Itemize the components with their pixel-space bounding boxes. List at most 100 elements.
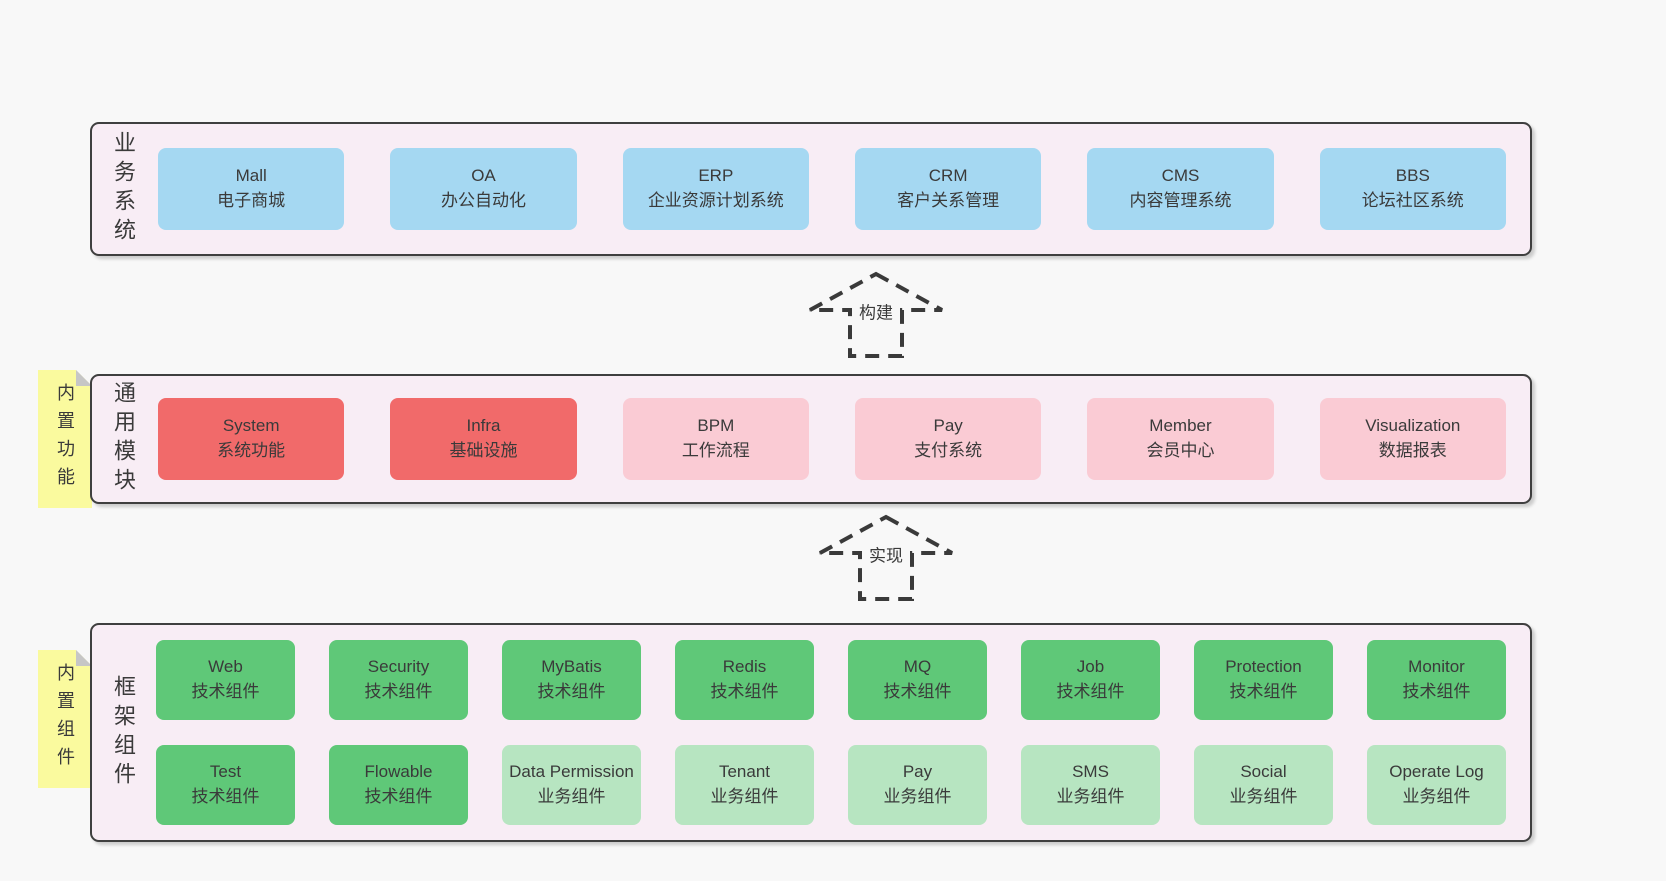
layer-business-systems: 业务系统 Mall 电子商城 OA 办公自动化 ERP 企业资源计划系统 CRM 客户关系管理… (90, 122, 1532, 256)
module-name-zh: 系统功能 (217, 441, 286, 460)
module-name-zh: 技术组件 (537, 682, 606, 701)
module-name-zh: 技术组件 (191, 787, 260, 806)
module-name-en: Test (209, 762, 242, 782)
module-name-en: SMS (1072, 762, 1109, 782)
module-name-zh: 业务组件 (710, 787, 779, 806)
module-box-row: Mall 电子商城 OA 办公自动化 ERP 企业资源计划系统 CRM 客户关系管理 CMS 内容… (148, 148, 1530, 230)
module-name-zh: 技术组件 (1229, 682, 1298, 701)
module-name-en: ERP (698, 166, 734, 186)
module-name-zh: 办公自动化 (440, 191, 526, 210)
module-box-mybatis: MyBatis 技术组件 (502, 640, 641, 720)
module-box-job: Job 技术组件 (1021, 640, 1160, 720)
layer-title: 框架组件 (111, 674, 136, 791)
module-name-en: Job (1076, 657, 1105, 677)
up-arrow-icon (819, 514, 953, 601)
module-box-pay: Pay 业务组件 (848, 745, 987, 825)
module-box-pay: Pay 支付系统 (854, 398, 1042, 480)
module-name-zh: 业务组件 (1402, 787, 1471, 806)
module-name-en: Security (367, 657, 430, 677)
module-name-en: MyBatis (541, 657, 602, 677)
module-name-zh: 技术组件 (1402, 682, 1471, 701)
module-name-en: CMS (1161, 166, 1200, 186)
module-name-en: Redis (722, 657, 767, 677)
module-box-row: System 系统功能 Infra 基础设施 BPM 工作流程 Pay 支付系统 Member 会… (148, 398, 1530, 480)
module-name-zh: 技术组件 (191, 682, 260, 701)
module-name-en: Flowable (364, 762, 433, 782)
module-box-flowable: Flowable 技术组件 (329, 745, 468, 825)
module-box-mall: Mall 电子商城 (158, 148, 345, 230)
layer-common-modules: 通用模块 System 系统功能 Infra 基础设施 BPM 工作流程 Pay 支付系统 Me… (90, 374, 1532, 504)
module-box-visualization: Visualization 数据报表 (1319, 398, 1506, 480)
module-box-sms: SMS 业务组件 (1021, 745, 1160, 825)
layer-title: 业务系统 (111, 131, 136, 247)
build-arrow: 构建 (808, 271, 944, 359)
sticky-note-built-in-features: 内置功能 (38, 370, 92, 508)
module-name-zh: 企业资源计划系统 (647, 191, 784, 210)
module-name-zh: 业务组件 (1056, 787, 1125, 806)
module-name-zh: 内容管理系统 (1129, 191, 1232, 210)
module-name-zh: 客户关系管理 (897, 191, 1000, 210)
module-box-data-permission: Data Permission 业务组件 (502, 745, 641, 825)
module-box-oa: OA 办公自动化 (390, 148, 577, 230)
module-box-protection: Protection 技术组件 (1194, 640, 1333, 720)
module-box-infra: Infra 基础设施 (390, 398, 577, 480)
arrow-label: 实现 (866, 540, 906, 568)
module-name-zh: 技术组件 (710, 682, 779, 701)
module-name-zh: 工作流程 (681, 441, 750, 460)
module-name-en: Protection (1225, 657, 1302, 677)
module-name-en: BPM (697, 416, 735, 436)
module-name-zh: 技术组件 (883, 682, 952, 701)
arrow-label: 构建 (856, 297, 896, 325)
module-box-operate-log: Operate Log 业务组件 (1367, 745, 1506, 825)
module-name-zh: 基础设施 (449, 441, 518, 460)
module-name-en: BBS (1395, 166, 1430, 186)
module-box-member: Member 会员中心 (1087, 398, 1274, 480)
module-box-tenant: Tenant 业务组件 (675, 745, 814, 825)
module-name-en: Visualization (1365, 416, 1461, 436)
module-name-en: Monitor (1408, 657, 1465, 677)
module-name-en: Data Permission (509, 762, 634, 782)
module-name-zh: 支付系统 (914, 441, 983, 460)
module-box-redis: Redis 技术组件 (675, 640, 814, 720)
module-box-web: Web 技术组件 (156, 640, 295, 720)
module-name-zh: 业务组件 (883, 787, 952, 806)
module-box-crm: CRM 客户关系管理 (854, 148, 1042, 230)
module-name-zh: 电子商城 (217, 191, 286, 210)
module-name-zh: 论坛社区系统 (1361, 191, 1464, 210)
up-arrow-icon (809, 271, 943, 358)
sticky-note-built-in-components: 内置组件 (38, 650, 92, 788)
module-name-en: System (222, 416, 280, 436)
module-box-monitor: Monitor 技术组件 (1367, 640, 1506, 720)
module-name-zh: 技术组件 (364, 787, 433, 806)
module-box-social: Social 业务组件 (1194, 745, 1333, 825)
module-name-zh: 技术组件 (1056, 682, 1125, 701)
module-box-test: Test 技术组件 (156, 745, 295, 825)
module-name-en: Pay (902, 762, 933, 782)
module-name-zh: 业务组件 (537, 787, 606, 806)
module-name-en: Social (1240, 762, 1287, 782)
module-name-en: Member (1149, 416, 1212, 436)
module-box-erp: ERP 企业资源计划系统 (622, 148, 809, 230)
implement-arrow: 实现 (818, 514, 954, 602)
sticky-note-label: 内置组件 (55, 663, 75, 775)
module-name-zh: 数据报表 (1378, 441, 1447, 460)
module-name-en: Pay (933, 416, 963, 436)
module-name-en: Operate Log (1389, 762, 1484, 782)
module-name-zh: 会员中心 (1146, 441, 1215, 460)
module-name-en: Mall (235, 166, 267, 186)
layer-title: 通用模块 (111, 381, 136, 497)
sticky-note-label: 内置功能 (55, 383, 75, 495)
module-name-en: Web (208, 657, 243, 677)
module-name-zh: 业务组件 (1229, 787, 1298, 806)
module-box-system: System 系统功能 (158, 398, 345, 480)
module-name-en: OA (471, 166, 496, 186)
module-name-en: CRM (928, 166, 968, 186)
module-name-en: Infra (466, 416, 501, 436)
module-box-bbs: BBS 论坛社区系统 (1319, 148, 1506, 230)
module-name-en: Tenant (718, 762, 771, 782)
